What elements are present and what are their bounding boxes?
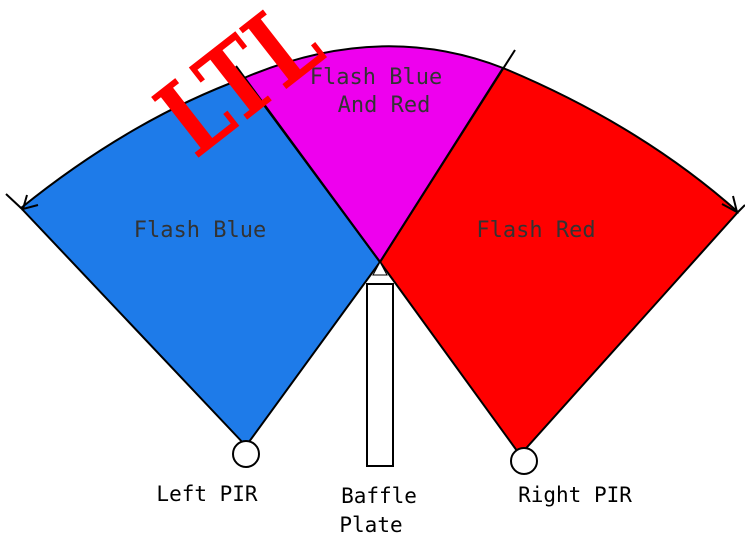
left-zone bbox=[19, 76, 382, 448]
left-divider-line bbox=[235, 65, 381, 263]
overlap-zone bbox=[242, 45, 505, 264]
overlap-zone-label-line1: Flash Blue bbox=[310, 65, 442, 90]
apex-wedge bbox=[372, 260, 388, 276]
right-divider-line bbox=[379, 49, 516, 263]
baffle-plate bbox=[366, 283, 394, 467]
left-pir-label: Left PIR bbox=[156, 482, 258, 506]
right-pir-sensor bbox=[510, 447, 538, 475]
left-arc-extension bbox=[5, 193, 22, 209]
baffle-label-line2: Plate bbox=[339, 513, 402, 537]
left-pir-sensor bbox=[232, 440, 260, 468]
right-zone bbox=[378, 66, 740, 457]
baffle-label-line1: Baffle bbox=[341, 484, 417, 508]
overlap-zone-label-line2: And Red bbox=[338, 93, 431, 118]
left-arrow-head bbox=[21, 194, 39, 211]
right-arc-extension bbox=[737, 204, 745, 213]
right-arrow-head bbox=[721, 195, 739, 214]
right-pir-label: Right PIR bbox=[518, 483, 632, 507]
right-zone-label: Flash Red bbox=[476, 218, 595, 243]
left-zone-label: Flash Blue bbox=[134, 218, 266, 243]
